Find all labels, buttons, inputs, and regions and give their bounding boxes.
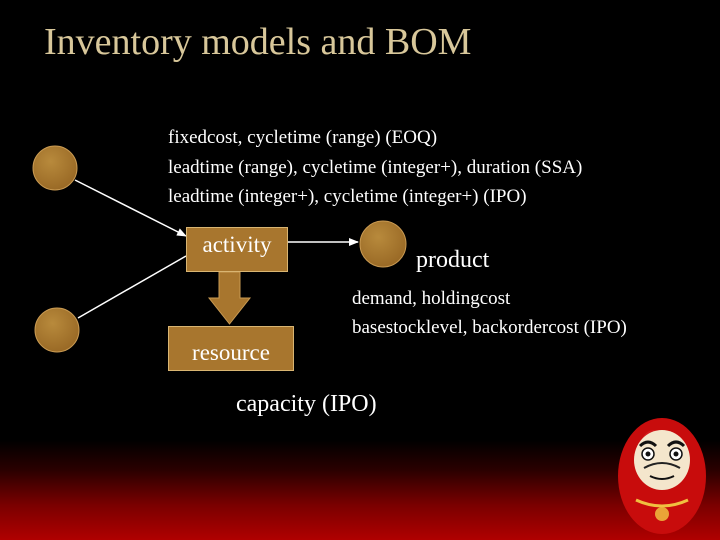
line-input-bottom-to-activity (77, 255, 187, 319)
input-node-top (32, 145, 78, 191)
arrow-activity-to-resource (207, 271, 252, 325)
resource-attributes-line-1: capacity (IPO) (236, 391, 377, 417)
activity-box: activity (186, 227, 288, 272)
product-label: product (416, 247, 490, 273)
activity-attributes-line-1: fixedcost, cycletime (range) (EOQ) (168, 127, 438, 148)
slide-title: Inventory models and BOM (44, 21, 472, 63)
activity-attributes-line-2: leadtime (range), cycletime (integer+), … (168, 157, 583, 178)
product-attributes-line-2: basestocklevel, backordercost (IPO) (352, 317, 627, 338)
input-node-bottom (34, 307, 80, 353)
daruma-doll-decoration (618, 418, 706, 534)
resource-label: resource (192, 340, 270, 365)
activity-attributes-line-3: leadtime (integer+), cycletime (integer+… (168, 186, 527, 207)
arrow-input-top-to-activity (74, 179, 187, 237)
resource-box: resource (168, 326, 294, 371)
product-attributes-line-1: demand, holdingcost (352, 288, 511, 309)
product-node (359, 220, 407, 268)
activity-label: activity (202, 232, 272, 257)
